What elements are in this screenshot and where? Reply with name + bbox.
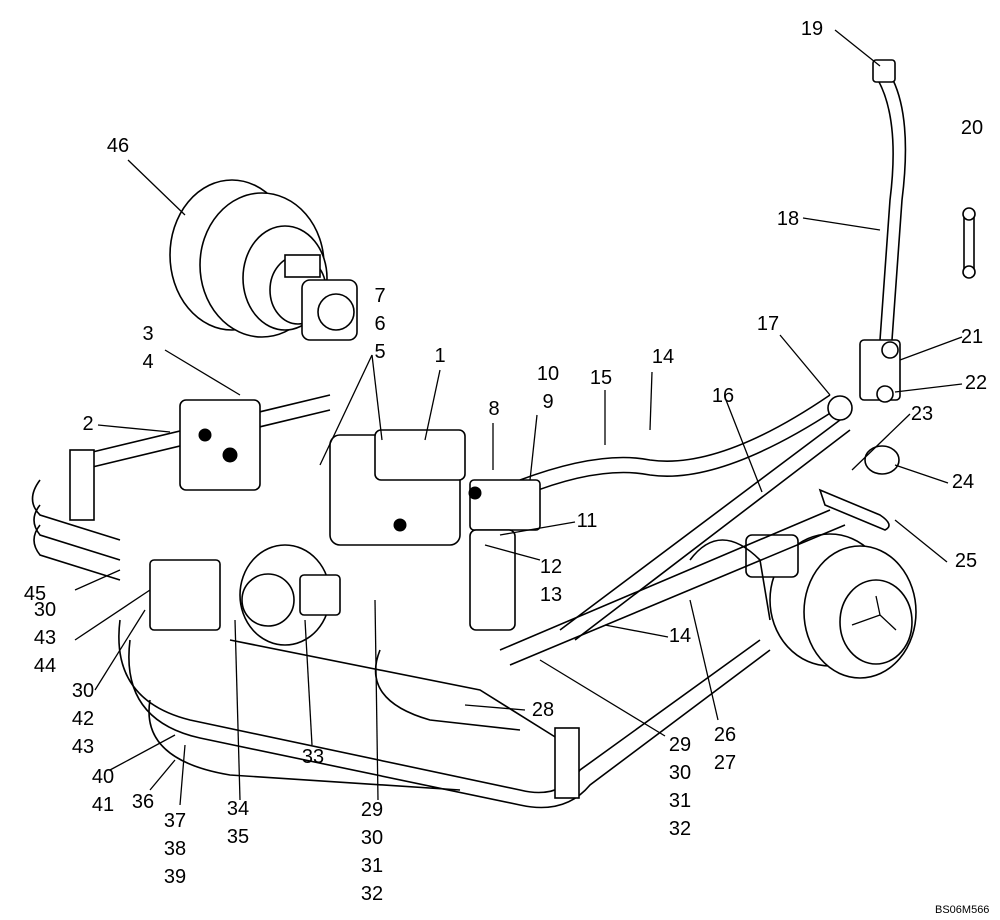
callout-number: 4 bbox=[142, 351, 153, 373]
callout-number: 43 bbox=[34, 627, 56, 649]
callout-number: 37 bbox=[164, 810, 186, 832]
callout-number: 11 bbox=[577, 510, 598, 532]
callout-number: 32 bbox=[361, 883, 383, 905]
callout-number: 10 bbox=[537, 363, 559, 385]
callout-number: 39 bbox=[164, 866, 186, 888]
callout-number: 44 bbox=[34, 655, 56, 677]
callout-number: 28 bbox=[532, 699, 554, 721]
callout-number: 32 bbox=[669, 818, 691, 840]
callout-number: 17 bbox=[757, 313, 779, 335]
callout-number: 30 bbox=[669, 762, 691, 784]
callout-number: 8 bbox=[488, 398, 499, 420]
callout-number: 30 bbox=[72, 680, 94, 702]
callout-number: 7 bbox=[374, 285, 385, 307]
travel-motor-left bbox=[169, 179, 358, 341]
callout-number: 16 bbox=[712, 385, 734, 407]
callout-number: 34 bbox=[227, 798, 249, 820]
callout-number: 29 bbox=[361, 799, 383, 821]
callout-number: 41 bbox=[92, 794, 114, 816]
callout-number: 9 bbox=[542, 391, 553, 413]
callout-number: 2 bbox=[82, 413, 93, 435]
callout-number: 36 bbox=[132, 791, 154, 813]
callout-number: 22 bbox=[965, 372, 987, 394]
callout-number: 3 bbox=[142, 323, 153, 345]
callout-number: 14 bbox=[652, 346, 674, 368]
callout-number: 26 bbox=[714, 724, 736, 746]
reference-code: BS06M566 bbox=[935, 904, 989, 916]
callout-number: 15 bbox=[590, 367, 612, 389]
callout-number: 25 bbox=[955, 550, 977, 572]
callout-number: 18 bbox=[777, 208, 799, 230]
callout-number: 43 bbox=[72, 736, 94, 758]
callout-number: 30 bbox=[361, 827, 383, 849]
callout-number: 31 bbox=[669, 790, 691, 812]
callout-number: 35 bbox=[227, 826, 249, 848]
callout-number: 14 bbox=[669, 625, 691, 647]
callout-number: 5 bbox=[374, 341, 385, 363]
callout-number: 31 bbox=[361, 855, 383, 877]
callout-number: 33 bbox=[302, 746, 324, 768]
hydraulic-pump bbox=[149, 399, 541, 646]
leader-lines bbox=[74, 29, 963, 806]
callout-number: 27 bbox=[714, 752, 736, 774]
callout-number: 45 bbox=[24, 583, 46, 605]
callout-number: 12 bbox=[540, 556, 562, 578]
callout-number: 42 bbox=[72, 708, 94, 730]
callout-number: 21 bbox=[961, 326, 983, 348]
frame-tubes bbox=[31, 394, 851, 809]
callout-number: 19 bbox=[801, 18, 823, 40]
callout-labels: 1234765810911121314141516171819202122232… bbox=[24, 18, 987, 905]
drain-hose-upper bbox=[818, 59, 976, 531]
callout-number: 38 bbox=[164, 838, 186, 860]
callout-number: 24 bbox=[952, 471, 974, 493]
callout-number: 6 bbox=[374, 313, 385, 335]
callout-number: 23 bbox=[911, 403, 933, 425]
callout-number: 46 bbox=[107, 135, 129, 157]
callout-number: 40 bbox=[92, 766, 114, 788]
callout-number: 20 bbox=[961, 117, 983, 139]
callout-number: 29 bbox=[669, 734, 691, 756]
callout-number: 1 bbox=[434, 345, 445, 367]
callout-number: 13 bbox=[540, 584, 562, 606]
callout-number: 30 bbox=[34, 599, 56, 621]
